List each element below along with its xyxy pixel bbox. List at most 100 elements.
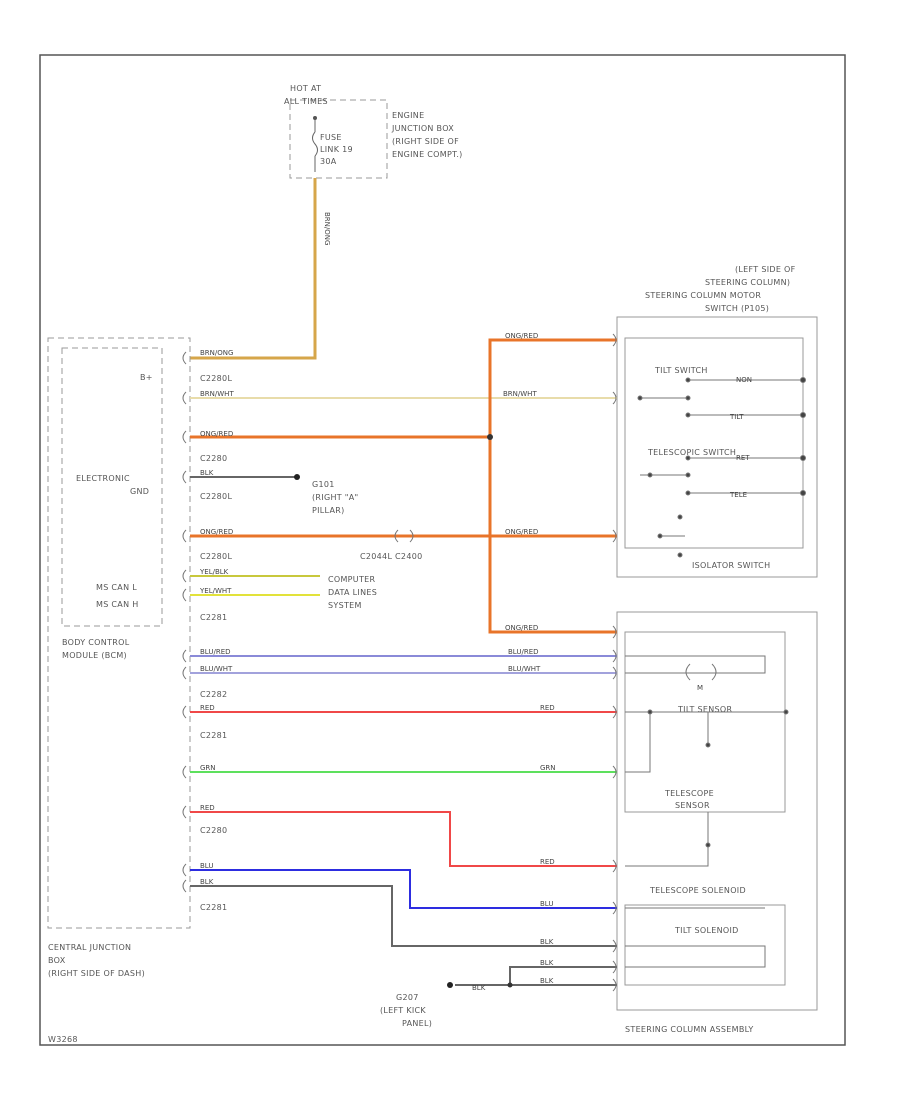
- wire-label-yel-wht: YEL/WHT: [199, 587, 232, 595]
- sensor-internal-wiring: [625, 655, 789, 867]
- engine-jb-label-4: ENGINE COMPT.): [392, 150, 463, 159]
- wire-label-red-2: RED: [200, 804, 215, 812]
- wire-label-blk-2: BLK: [200, 878, 214, 886]
- connector-label: C2281: [200, 903, 227, 912]
- wire-label-blk-2-right: BLK: [540, 938, 554, 946]
- diagram-frame: [39, 54, 846, 1046]
- wire-label-blk: BLK: [200, 469, 214, 477]
- left-side-col-label-1: (LEFT SIDE OF: [735, 265, 796, 274]
- wire-red-2: [190, 811, 617, 867]
- g207-label-2: (LEFT KICK: [380, 1006, 426, 1015]
- bcm-connector-pins: [182, 351, 187, 893]
- fuse-label-1: FUSE: [320, 133, 342, 142]
- wire-label-brn-ong: BRN/ONG: [200, 349, 233, 357]
- fuse-label-2: LINK 19: [320, 145, 353, 154]
- telescopic-switch-label: TELESCOPIC SWITCH: [647, 448, 736, 457]
- inline-connector-icon: [394, 529, 414, 543]
- engine-jb-label-1: ENGINE: [392, 111, 424, 120]
- steering-column-assembly: [616, 611, 818, 1011]
- pin-label: RET: [736, 454, 750, 462]
- bcm-label-1: BODY CONTROL: [62, 638, 130, 647]
- computer-data-label-3: SYSTEM: [328, 601, 362, 610]
- wire-label-blu: BLU: [200, 862, 213, 870]
- wire-label-yel-blk: YEL/BLK: [199, 568, 229, 576]
- connector-label: C2281: [200, 613, 227, 622]
- wire-blk-1: [190, 885, 617, 947]
- engine-junction-box: HOT AT ALL TIMES ENGINE JUNCTION BOX (RI…: [284, 84, 463, 179]
- cjb-label-2: BOX: [48, 956, 66, 965]
- ground-icon: [294, 474, 300, 480]
- wire-label-org-red-bottom: ONG/RED: [505, 624, 538, 632]
- tilt-telescopic-switch-box: [624, 337, 804, 549]
- wire-label-brn-ong-vertical: BRN/ONG: [323, 212, 331, 245]
- b-plus-label: B+: [140, 373, 153, 382]
- isolator-switch-label: ISOLATOR SWITCH: [692, 561, 770, 570]
- wire-label-blu-wht-right: BLU/WHT: [508, 665, 541, 673]
- telescope-sensor-label-2: SENSOR: [675, 801, 710, 810]
- pin-label: TILT: [729, 413, 744, 421]
- left-side-col-label-2: STEERING COLUMN): [705, 278, 790, 287]
- connector-label: C2282: [200, 690, 227, 699]
- wire-brn-ong: [190, 178, 317, 360]
- g101-label-3: PILLAR): [312, 506, 345, 515]
- cjb-label-3: (RIGHT SIDE OF DASH): [48, 969, 145, 978]
- steering-column-assembly-label: STEERING COLUMN ASSEMBLY: [625, 1025, 754, 1034]
- wire-label-grn: GRN: [200, 764, 216, 772]
- body-control-module: [61, 347, 163, 627]
- wire-label-org-red: ONG/RED: [200, 430, 233, 438]
- fuse-link-icon: [312, 118, 318, 172]
- connector-label: C2280: [200, 454, 227, 463]
- tilt-switch-label: TILT SWITCH: [654, 366, 708, 375]
- hot-at-all-times-label-2: ALL TIMES: [284, 97, 328, 106]
- pin-label: M: [697, 684, 703, 692]
- tilt-sensor-label: TILT SENSOR: [677, 705, 733, 714]
- wire-label-blu-right: BLU: [540, 900, 553, 908]
- wire-label-blk-ground: BLK: [472, 984, 486, 992]
- wire-blu: [190, 869, 617, 909]
- connector-label: C2280: [200, 826, 227, 835]
- right-connector-pins: [612, 333, 617, 992]
- g207-label-1: G207: [396, 993, 419, 1002]
- c2044l-c2400-label: C2044L C2400: [360, 552, 423, 561]
- connector-label: C2280L: [200, 552, 232, 561]
- solenoid-internal-wiring: [625, 907, 766, 968]
- wire-org-red-trunk: [190, 338, 617, 634]
- pin-label: TELE: [729, 491, 747, 499]
- wire-label-org-red-isolator: ONG/RED: [200, 528, 233, 536]
- steering-column-motor-switch: [616, 316, 818, 578]
- wire-blk-ground-2: [455, 966, 617, 986]
- engine-jb-label-2: JUNCTION BOX: [391, 124, 454, 133]
- footer-id: W3268: [48, 1035, 78, 1044]
- switch-contacts: [637, 377, 806, 558]
- wire-label-brn-wht-right: BRN/WHT: [503, 390, 537, 398]
- hot-at-all-times-label-1: HOT AT: [290, 84, 321, 93]
- wire-label-org-red-isolator-right: ONG/RED: [505, 528, 538, 536]
- wire-label-blu-red-right: BLU/RED: [508, 648, 539, 656]
- electronic-gnd-label-2: GND: [130, 487, 149, 496]
- cjb-label-1: CENTRAL JUNCTION: [48, 943, 131, 952]
- wire-label-org-red-top: ONG/RED: [505, 332, 538, 340]
- g207-label-3: PANEL): [402, 1019, 432, 1028]
- wire-label-grn-right: GRN: [540, 764, 556, 772]
- electronic-gnd-label-1: ELECTRONIC: [76, 474, 130, 483]
- pin-label: NON: [736, 376, 752, 384]
- wire-label-blk-4: BLK: [540, 977, 554, 985]
- connector-label: C2280L: [200, 374, 232, 383]
- bcm-label-2: MODULE (BCM): [62, 651, 127, 660]
- connector-label: C2280L: [200, 492, 232, 501]
- connector-label: C2281: [200, 731, 227, 740]
- ground-icon: [447, 982, 453, 988]
- telescope-solenoid-label: TELESCOPE SOLENOID: [649, 886, 746, 895]
- wire-label-blu-wht: BLU/WHT: [200, 665, 233, 673]
- wire-label-blu-red: BLU/RED: [200, 648, 231, 656]
- solenoid-box: [624, 904, 786, 986]
- g101-label-1: G101: [312, 480, 335, 489]
- ms-can-h-label: MS CAN H: [96, 600, 139, 609]
- sensor-box: [624, 631, 786, 813]
- central-junction-box: [47, 337, 191, 929]
- fuse-label-3: 30A: [320, 157, 337, 166]
- left-side-col-label-4: SWITCH (P105): [705, 304, 769, 313]
- engine-jb-label-3: (RIGHT SIDE OF: [392, 137, 459, 146]
- left-side-col-label-3: STEERING COLUMN MOTOR: [645, 291, 761, 300]
- g101-label-2: (RIGHT "A": [312, 493, 359, 502]
